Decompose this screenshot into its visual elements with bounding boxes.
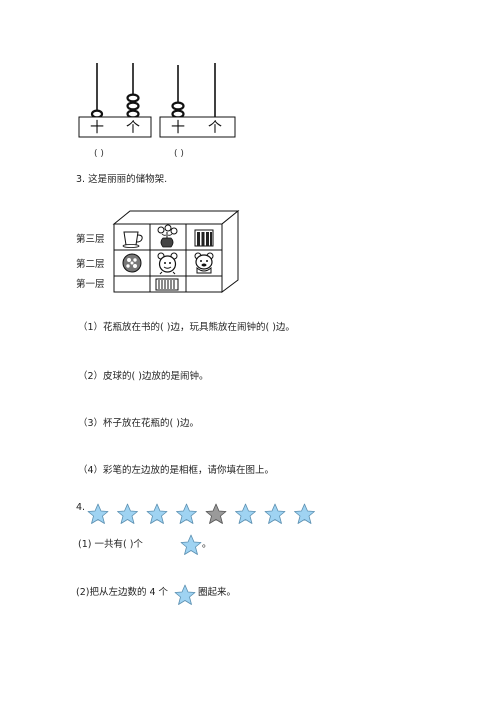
ball-icon — [122, 253, 142, 273]
abacus-left-answer[interactable]: ( ) — [94, 149, 104, 159]
abacus-figure: 十 个 十 个 — [78, 63, 236, 138]
teddy-bear-icon — [194, 252, 214, 274]
star-icon — [205, 503, 227, 524]
q3-title: 3. 这是丽丽的储物架. — [76, 174, 168, 185]
abacus-right: 十 个 — [159, 63, 236, 138]
star-icon — [264, 503, 286, 524]
star-icon — [180, 534, 202, 555]
star-icon — [176, 503, 197, 524]
abacus-bead — [126, 93, 140, 119]
q3-item-1: （1）花瓶放在书的( )边，玩具熊放在闹钟的( )边。 — [78, 322, 295, 333]
abacus-left: 十 个 — [78, 63, 152, 138]
shelf-cell-first-left[interactable] — [115, 277, 149, 291]
abacus-ones-label: 个 — [126, 120, 140, 136]
star-icon — [146, 503, 168, 524]
vase-icon — [157, 224, 178, 248]
q3-item-3: （3）杯子放在花瓶的( )边。 — [78, 418, 199, 429]
q4-sub2-text: (2)把从左边数的 4 个 — [76, 587, 169, 598]
alarm-clock-icon — [157, 252, 178, 275]
star-icon — [235, 503, 256, 524]
pencil-box-icon — [155, 278, 179, 291]
q4-sub1-text: (1) 一共有( )个 — [78, 539, 143, 550]
shelf-cell-first-right[interactable] — [187, 277, 221, 291]
storage-shelf — [112, 209, 240, 293]
q4-number: 4. — [76, 502, 86, 513]
abacus-tens-label: 十 — [90, 120, 104, 136]
q4-sub1-suffix: 。 — [202, 539, 212, 550]
shelf-label-first: 第一层 — [76, 279, 105, 290]
star-icon — [117, 503, 138, 524]
abacus-right-answer[interactable]: ( ) — [174, 149, 184, 159]
abacus-ones-label: 个 — [208, 120, 222, 136]
cup-icon — [122, 231, 143, 248]
q3-item-4: （4）彩笔的左边放的是相框，请你填在图上。 — [78, 465, 275, 476]
book-icon — [194, 229, 214, 247]
shelf-label-second: 第二层 — [76, 259, 105, 270]
q3-item-2: （2）皮球的( )边放的是闹钟。 — [78, 371, 209, 382]
abacus-bead — [90, 109, 104, 119]
star-icon — [174, 584, 196, 605]
star-icon — [87, 503, 109, 524]
star-icon — [294, 503, 315, 524]
q4-sub2-suffix: 圈起来。 — [198, 587, 237, 598]
shelf-label-third: 第三层 — [76, 234, 105, 245]
abacus-tens-label: 十 — [171, 120, 185, 136]
star-row — [87, 502, 327, 526]
abacus-bead — [171, 101, 185, 119]
